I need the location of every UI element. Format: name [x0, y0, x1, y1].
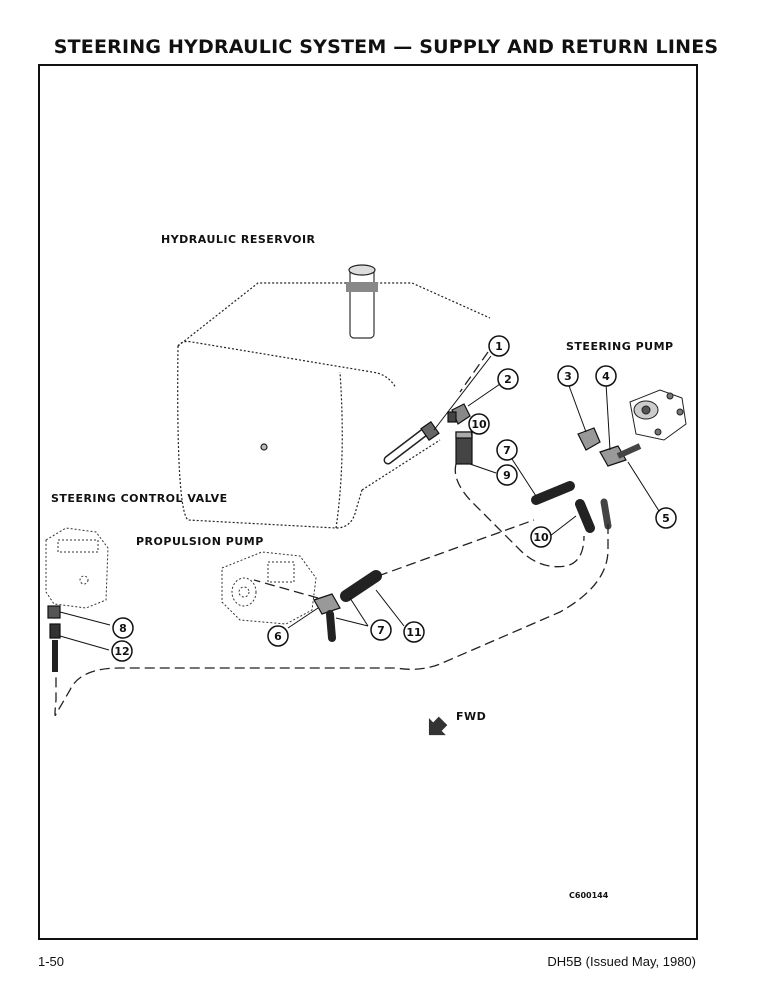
callout-10-lower: 10 — [530, 526, 552, 548]
callout-5: 5 — [655, 507, 677, 529]
svg-text:10: 10 — [471, 418, 487, 431]
label-hydraulic-reservoir: HYDRAULIC RESERVOIR — [161, 233, 316, 246]
propulsion-pump-illustration — [221, 551, 317, 625]
label-steering-control-valve: STEERING CONTROL VALVE — [51, 492, 228, 505]
callout-7-lower: 7 — [370, 619, 392, 641]
svg-text:2: 2 — [504, 373, 512, 386]
svg-text:7: 7 — [377, 624, 385, 637]
callout-3: 3 — [557, 365, 579, 387]
label-fwd: FWD — [456, 710, 486, 723]
callout-10-upper: 10 — [468, 413, 490, 435]
hydraulic-reservoir-illustration — [177, 264, 491, 529]
svg-text:8: 8 — [119, 622, 127, 635]
label-steering-pump: STEERING PUMP — [566, 340, 674, 353]
svg-text:3: 3 — [564, 370, 572, 383]
supply-return-lines — [54, 351, 609, 717]
callout-4: 4 — [595, 365, 617, 387]
callout-12: 12 — [111, 640, 133, 662]
callout-2: 2 — [497, 368, 519, 390]
callout-7-upper: 7 — [496, 439, 518, 461]
svg-text:7: 7 — [503, 444, 511, 457]
callout-6: 6 — [267, 625, 289, 647]
svg-text:10: 10 — [533, 531, 549, 544]
label-propulsion-pump: PROPULSION PUMP — [136, 535, 264, 548]
fittings-and-hoses — [47, 403, 642, 672]
page-title: STEERING HYDRAULIC SYSTEM — SUPPLY AND R… — [53, 36, 719, 58]
callout-11: 11 — [403, 621, 425, 643]
leader-lines — [59, 355, 660, 651]
drawing-code: C600144 — [569, 891, 609, 900]
diagram-frame — [38, 64, 698, 940]
footer-document-id: DH5B (Issued May, 1980) — [547, 954, 696, 969]
svg-text:4: 4 — [602, 370, 610, 383]
callout-8: 8 — [112, 617, 134, 639]
fwd-arrow-icon — [428, 716, 448, 736]
steering-control-valve-illustration — [45, 527, 109, 609]
svg-text:9: 9 — [503, 469, 511, 482]
callout-1: 1 — [488, 335, 510, 357]
svg-text:11: 11 — [406, 626, 421, 639]
steering-pump-illustration — [629, 389, 687, 441]
svg-text:6: 6 — [274, 630, 282, 643]
callout-9: 9 — [496, 464, 518, 486]
svg-text:12: 12 — [114, 645, 129, 658]
svg-text:5: 5 — [662, 512, 670, 525]
footer-page-number: 1-50 — [38, 954, 65, 969]
callouts: 1 2 3 4 5 6 7 8 — [111, 335, 677, 662]
svg-text:1: 1 — [495, 340, 503, 353]
